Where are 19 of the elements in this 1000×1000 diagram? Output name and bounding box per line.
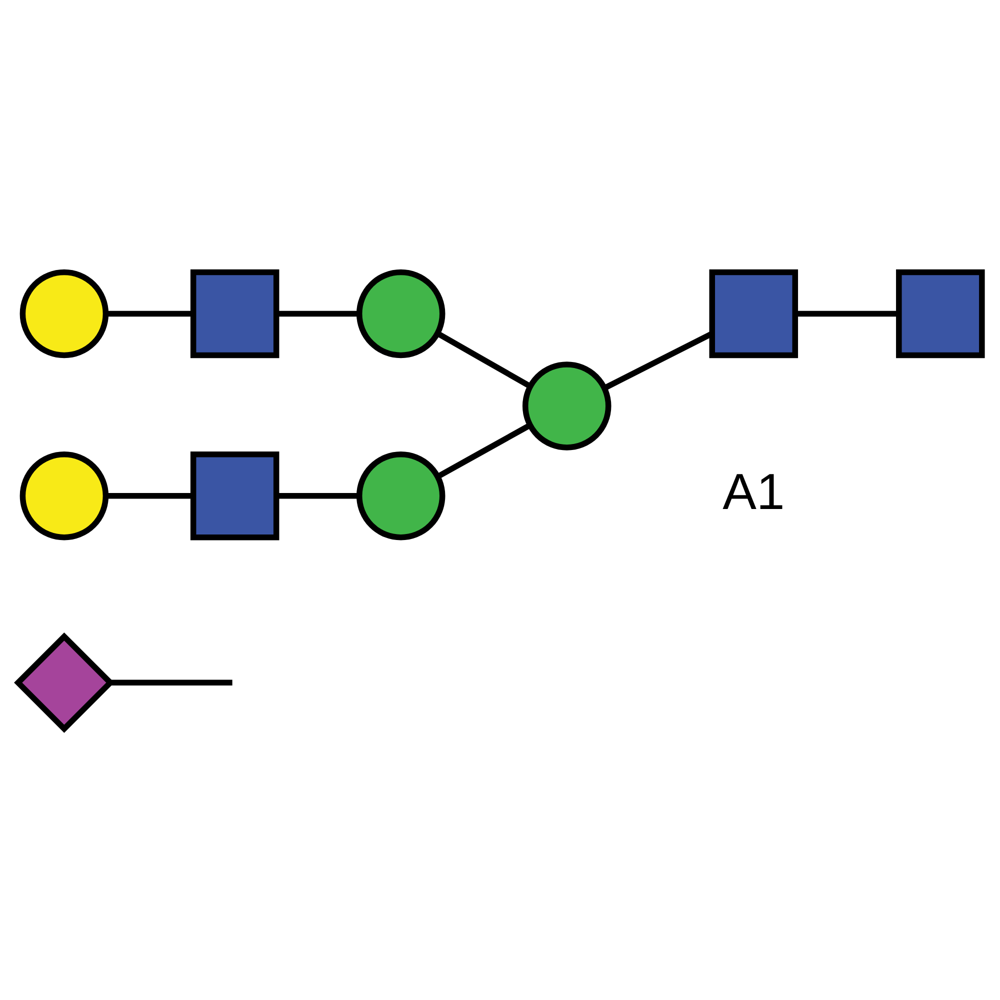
connector: [110, 679, 232, 686]
node-box: [896, 268, 985, 358]
node-box: [190, 268, 280, 358]
connector: [436, 422, 532, 478]
connector: [277, 492, 360, 498]
node-box: [709, 268, 798, 358]
node-circle: [522, 361, 612, 450]
connector: [277, 310, 360, 316]
node-diamond: [14, 632, 114, 732]
node-circle: [20, 268, 109, 358]
node-circle: [20, 451, 109, 540]
connector: [795, 310, 899, 316]
node-circle: [356, 451, 446, 540]
connector: [106, 492, 192, 498]
connector: [106, 310, 192, 316]
connector: [436, 330, 532, 388]
node-circle: [356, 268, 446, 358]
label: A1: [722, 462, 785, 520]
node-box: [190, 451, 280, 540]
